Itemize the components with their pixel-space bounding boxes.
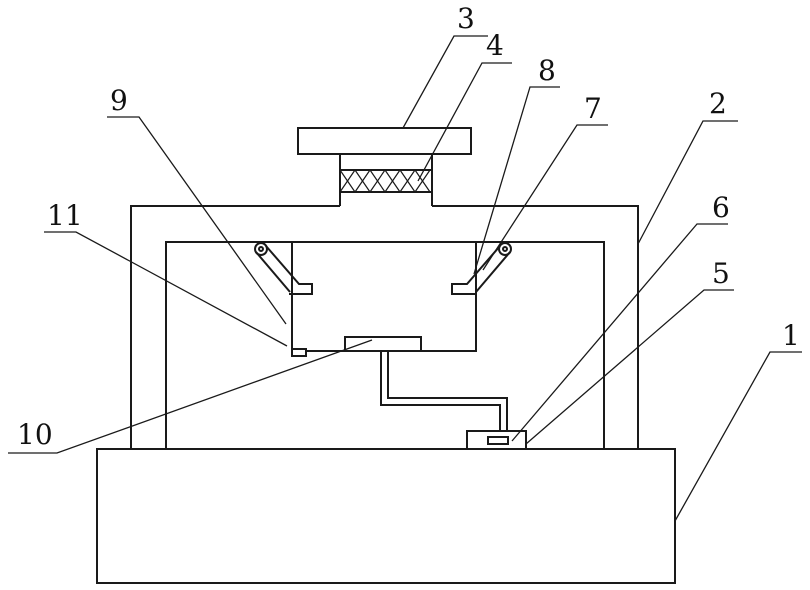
bottom-plate <box>345 337 421 351</box>
label-3: 3 <box>457 2 475 35</box>
label-8: 8 <box>538 54 556 87</box>
base <box>97 449 675 583</box>
label-4: 4 <box>486 29 504 62</box>
pipe-outer <box>381 351 500 431</box>
label-5: 5 <box>712 257 730 290</box>
label-2: 2 <box>709 87 727 120</box>
left-clamp <box>255 243 312 294</box>
label-10: 10 <box>17 418 53 451</box>
lower-box <box>292 242 476 351</box>
label-7: 7 <box>584 92 602 125</box>
label-9: 9 <box>110 84 128 117</box>
pipe-inner <box>388 351 507 431</box>
small-tab <box>292 349 306 356</box>
label-6: 6 <box>712 191 730 224</box>
label-1: 1 <box>782 319 800 352</box>
label-11: 11 <box>47 199 83 232</box>
sensor-element <box>488 437 508 444</box>
